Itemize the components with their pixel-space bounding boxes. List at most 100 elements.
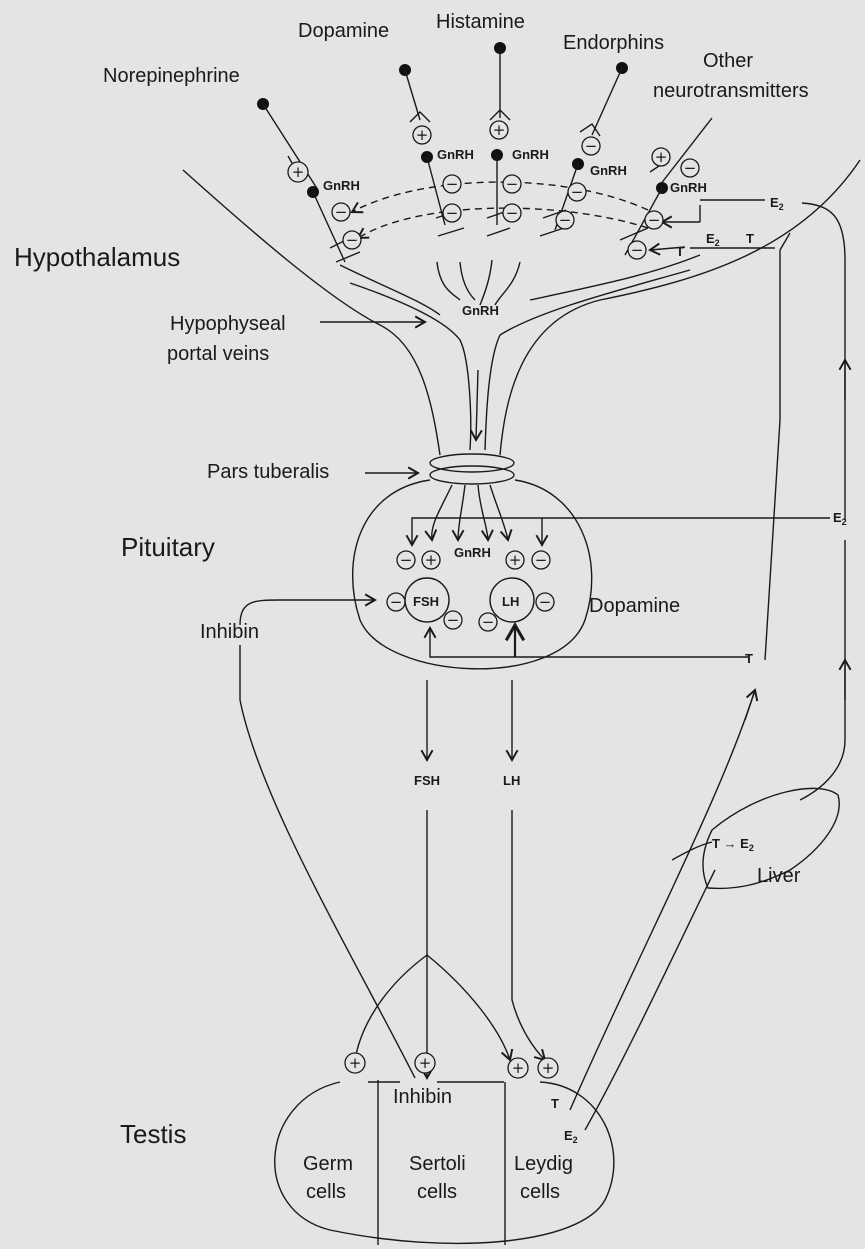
gnrh-label-pituitary: GnRH bbox=[454, 545, 491, 560]
svg-text:−: − bbox=[585, 137, 598, 155]
sign-minus-p5: − bbox=[479, 613, 497, 631]
gnrh-label-1: GnRH bbox=[323, 178, 360, 193]
sign-plus-germ: + bbox=[345, 1053, 365, 1073]
label-pituitary: Pituitary bbox=[121, 532, 215, 562]
svg-text:+: + bbox=[509, 551, 522, 569]
lh-label-pituitary: LH bbox=[502, 594, 519, 609]
svg-text:+: + bbox=[425, 551, 438, 569]
gnrh-label-5: GnRH bbox=[670, 180, 707, 195]
sign-plus-dopamine: + bbox=[413, 126, 431, 144]
sign-minus-p1: − bbox=[397, 551, 415, 569]
sign-plus-leydig1: + bbox=[508, 1058, 528, 1078]
sign-minus-h2: − bbox=[343, 231, 361, 249]
sign-minus-other: − bbox=[681, 159, 699, 177]
lh-label-stalk: LH bbox=[503, 773, 520, 788]
label-inhibin-testis: Inhibin bbox=[393, 1086, 452, 1108]
label-norepinephrine: Norepinephrine bbox=[103, 65, 240, 87]
svg-text:+: + bbox=[416, 126, 429, 144]
sign-plus-histamine: + bbox=[490, 121, 508, 139]
sign-minus-h8: − bbox=[556, 211, 574, 229]
gnrh-label-2: GnRH bbox=[437, 147, 474, 162]
svg-text:−: − bbox=[506, 204, 519, 222]
svg-text:−: − bbox=[482, 613, 495, 631]
t-label-hypothalamus: T bbox=[676, 244, 684, 259]
svg-text:+: + bbox=[542, 1059, 555, 1077]
dashed-feedback-arcs bbox=[352, 182, 648, 238]
sign-minus-h4: − bbox=[443, 204, 461, 222]
svg-text:−: − bbox=[390, 593, 403, 611]
sign-plus-p1: + bbox=[422, 551, 440, 569]
sign-minus-h10: − bbox=[628, 241, 646, 259]
fsh-label-pituitary: FSH bbox=[413, 594, 439, 609]
gnrh-label-4: GnRH bbox=[590, 163, 627, 178]
sign-plus-norepi: + bbox=[288, 162, 308, 182]
label-germ-cells: cells bbox=[306, 1181, 346, 1203]
t-label-pituitary-feedback: T bbox=[745, 651, 753, 666]
svg-text:−: − bbox=[506, 175, 519, 193]
label-sertoli: Sertoli bbox=[409, 1153, 466, 1175]
sign-plus-sertoli: + bbox=[415, 1053, 435, 1073]
pituitary-gland bbox=[353, 480, 592, 669]
svg-text:+: + bbox=[512, 1059, 525, 1077]
sign-minus-h1: − bbox=[332, 203, 350, 221]
svg-text:−: − bbox=[539, 593, 552, 611]
label-inhibin-left: Inhibin bbox=[200, 621, 259, 643]
label-sertoli-cells: cells bbox=[417, 1181, 457, 1203]
label-other: Other bbox=[703, 50, 753, 72]
svg-text:−: − bbox=[400, 551, 413, 569]
sign-minus-p3: − bbox=[387, 593, 405, 611]
sign-minus-h5: − bbox=[503, 175, 521, 193]
svg-text:−: − bbox=[648, 211, 661, 229]
svg-text:+: + bbox=[655, 148, 668, 166]
label-pars-tuberalis: Pars tuberalis bbox=[207, 461, 329, 483]
sign-minus-endorphin: − bbox=[582, 137, 600, 155]
label-portal-veins: portal veins bbox=[167, 343, 269, 365]
label-germ: Germ bbox=[303, 1153, 353, 1175]
sign-plus-leydig2: + bbox=[538, 1058, 558, 1078]
fsh-label-stalk: FSH bbox=[414, 773, 440, 788]
svg-text:−: − bbox=[346, 231, 359, 249]
sign-minus-h9: − bbox=[645, 211, 663, 229]
svg-text:+: + bbox=[419, 1054, 432, 1072]
label-neurotransmitters: neurotransmitters bbox=[653, 80, 809, 102]
neurons bbox=[257, 42, 712, 262]
svg-text:−: − bbox=[446, 175, 459, 193]
sign-minus-h7: − bbox=[568, 183, 586, 201]
svg-text:+: + bbox=[292, 163, 305, 181]
svg-text:+: + bbox=[493, 121, 506, 139]
svg-text:−: − bbox=[559, 211, 572, 229]
svg-text:−: − bbox=[446, 204, 459, 222]
e2-label-testis: E2 bbox=[564, 1128, 578, 1145]
t-label-e2-conv: T bbox=[746, 231, 754, 246]
label-testis: Testis bbox=[120, 1119, 186, 1149]
sign-minus-p4: − bbox=[444, 611, 462, 629]
label-liver-conversion: T → E2 bbox=[712, 836, 754, 853]
sign-minus-p6: − bbox=[536, 593, 554, 611]
sign-minus-h6: − bbox=[503, 204, 521, 222]
svg-text:−: − bbox=[571, 183, 584, 201]
label-endorphins: Endorphins bbox=[563, 32, 664, 54]
label-dopamine-pituitary: Dopamine bbox=[589, 595, 680, 617]
svg-text:−: − bbox=[535, 551, 548, 569]
svg-text:−: − bbox=[447, 611, 460, 629]
gnrh-label-3: GnRH bbox=[512, 147, 549, 162]
label-liver: Liver bbox=[757, 865, 801, 887]
e2-label-hypothalamus: E2 bbox=[706, 231, 720, 248]
label-histamine: Histamine bbox=[436, 11, 525, 33]
svg-text:−: − bbox=[631, 241, 644, 259]
svg-text:+: + bbox=[349, 1054, 362, 1072]
pars-tuberalis-ring bbox=[430, 454, 514, 484]
t-label-testis: T bbox=[551, 1096, 559, 1111]
label-hypothalamus: Hypothalamus bbox=[14, 242, 180, 272]
svg-text:−: − bbox=[335, 203, 348, 221]
label-leydig: Leydig bbox=[514, 1153, 573, 1175]
label-leydig-cells: cells bbox=[520, 1181, 560, 1203]
svg-text:−: − bbox=[684, 159, 697, 177]
feedback-lines bbox=[240, 200, 845, 1130]
gnrh-label-stalk: GnRH bbox=[462, 303, 499, 318]
label-dopamine: Dopamine bbox=[298, 20, 389, 42]
label-hypophyseal: Hypophyseal bbox=[170, 313, 286, 335]
sign-minus-p2: − bbox=[532, 551, 550, 569]
hypothalamus-outline bbox=[183, 160, 860, 455]
